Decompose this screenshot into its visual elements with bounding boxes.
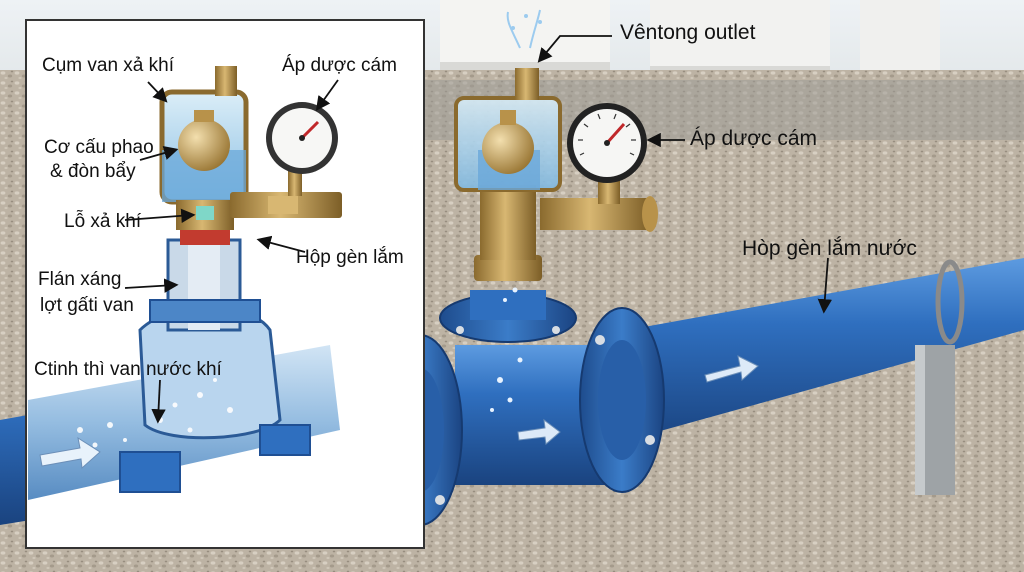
air-release-valve	[454, 9, 658, 281]
label-inset-housing: Hộp gèn lắm	[296, 247, 404, 268]
pressure-gauge-right	[567, 103, 647, 183]
label-vent-outlet: Vêntong outlet	[620, 21, 756, 44]
label-inset-float-1: Cơ cấu phao	[44, 137, 154, 158]
label-inset-chamber: Ctinh thì van nước khí	[34, 359, 222, 380]
label-inset-air-valve: Cụm van xả khí	[42, 55, 174, 76]
label-inset-orifice: Lỗ xả khí	[64, 211, 142, 232]
label-gauge-right: Áp dược cám	[690, 127, 818, 150]
label-inset-float-2: & đòn bẩy	[50, 161, 136, 182]
label-inset-flange-2: lợt gấti van	[40, 295, 134, 316]
label-inset-gauge: Áp dược cám	[282, 55, 397, 76]
label-inset-flange-1: Flán xáng	[38, 269, 122, 290]
cutaway-inset	[25, 19, 425, 549]
label-pipe-right: Hòp gèn lắm nước	[742, 237, 917, 260]
leader-lines	[124, 35, 833, 424]
